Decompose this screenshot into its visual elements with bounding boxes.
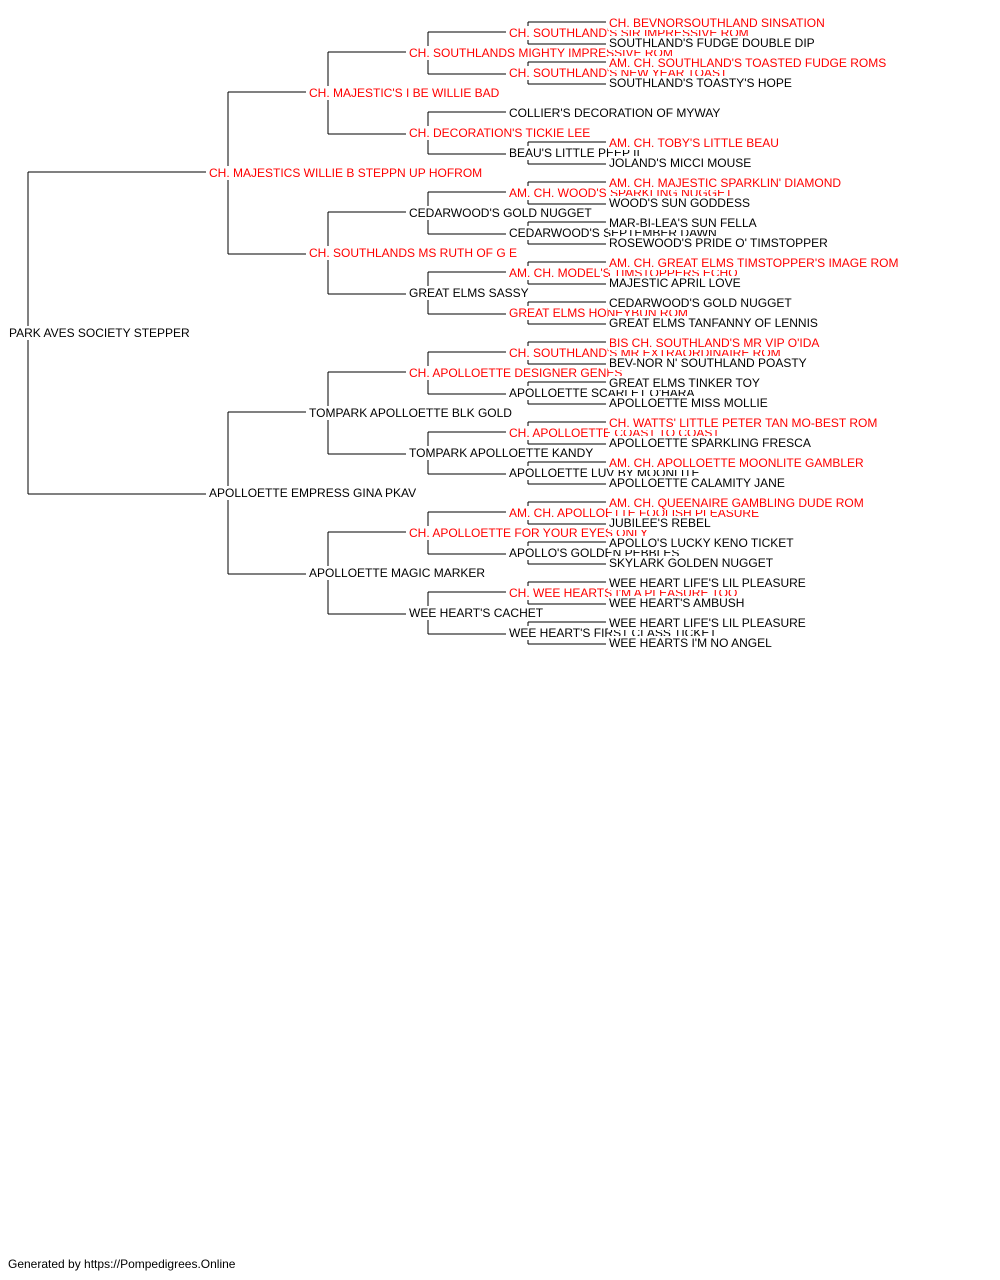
ancestor-sire-sire-sire: CH. SOUTHLANDS MIGHTY IMPRESSIVE ROM [408, 46, 674, 60]
ancestor-dam-dam-sire-sire-sire: AM. CH. QUEENAIRE GAMBLING DUDE ROM [608, 496, 865, 510]
ancestor-dam-sire-dam-dam-sire: AM. CH. APOLLOETTE MOONLITE GAMBLER [608, 456, 865, 470]
ancestor-sire-dam: CH. SOUTHLANDS MS RUTH OF G E [308, 246, 519, 260]
ancestor-dam-sire-sire-sire-sire: BIS CH. SOUTHLAND'S MR VIP O'IDA [608, 336, 821, 350]
ancestor-sire-sire: CH. MAJESTIC'S I BE WILLIE BAD [308, 86, 501, 100]
ancestor-sire: CH. MAJESTICS WILLIE B STEPPN UP HOFROM [208, 166, 484, 180]
ancestor-dam-sire-dam: TOMPARK APOLLOETTE KANDY [408, 446, 595, 460]
ancestor-dam-dam-sire: CH. APOLLOETTE FOR YOUR EYES ONLY [408, 526, 649, 540]
ancestor-sire-dam-sire: CEDARWOOD'S GOLD NUGGET [408, 206, 593, 220]
ancestor-dam-dam: APOLLOETTE MAGIC MARKER [308, 566, 487, 580]
ancestor-dam-dam-sire-dam-dam: SKYLARK GOLDEN NUGGET [608, 556, 775, 570]
ancestor-sire-dam-sire-dam-sire: MAR-BI-LEA'S SUN FELLA [608, 216, 758, 230]
ancestor-dam-sire-sire-sire-dam: BEV-NOR N' SOUTHLAND POASTY [608, 356, 808, 370]
ancestor-sire-sire-dam-sire: COLLIER'S DECORATION OF MYWAY [508, 106, 722, 120]
ancestor-sire-sire-sire-dam-sire: AM. CH. SOUTHLAND'S TOASTED FUDGE ROMS [608, 56, 888, 70]
ancestor-dam-dam-dam-sire-sire: WEE HEART LIFE'S LIL PLEASURE [608, 576, 807, 590]
ancestor-dam-sire-sire: CH. APOLLOETTE DESIGNER GENES [408, 366, 624, 380]
ancestor-dam-sire-dam-sire-sire: CH. WATTS' LITTLE PETER TAN MO-BEST ROM [608, 416, 879, 430]
ancestor-sire-dam-dam-dam-sire: CEDARWOOD'S GOLD NUGGET [608, 296, 793, 310]
generated-by-footer: Generated by https://Pompedigrees.Online [8, 1257, 236, 1271]
ancestor-dam-dam-dam: WEE HEART'S CACHET [408, 606, 545, 620]
ancestor-sire-sire-dam-dam-dam: JOLAND'S MICCI MOUSE [608, 156, 753, 170]
ancestor-dam-sire-sire-dam-sire: GREAT ELMS TINKER TOY [608, 376, 761, 390]
ancestor-dam-dam-sire-dam-sire: APOLLO'S LUCKY KENO TICKET [608, 536, 795, 550]
ancestor-dam-dam-dam-sire-dam: WEE HEART'S AMBUSH [608, 596, 746, 610]
ancestor-dam-dam-dam-dam-sire: WEE HEART LIFE'S LIL PLEASURE [608, 616, 807, 630]
ancestor-sire-sire-dam-dam: BEAU'S LITTLE PEEP II [508, 146, 641, 160]
ancestor-sire-dam-dam-sire-dam: MAJESTIC APRIL LOVE [608, 276, 742, 290]
ancestor-sire-sire-sire-sire-sire: CH. BEVNORSOUTHLAND SINSATION [608, 16, 826, 30]
ancestor-sire-dam-sire-sire-dam: WOOD'S SUN GODDESS [608, 196, 751, 210]
ancestor-dam-sire-dam-sire-dam: APOLLOETTE SPARKLING FRESCA [608, 436, 812, 450]
ancestor-sire-sire-dam-dam-sire: AM. CH. TOBY'S LITTLE BEAU [608, 136, 780, 150]
ancestor-dam-sire-dam-dam-dam: APOLLOETTE CALAMITY JANE [608, 476, 786, 490]
ancestor-sire-dam-dam-dam-dam: GREAT ELMS TANFANNY OF LENNIS [608, 316, 819, 330]
ancestor-sire-dam-sire-dam-dam: ROSEWOOD'S PRIDE O' TIMSTOPPER [608, 236, 829, 250]
ancestor-dam-sire: TOMPARK APOLLOETTE BLK GOLD [308, 406, 513, 420]
subject-dog-name: PARK AVES SOCIETY STEPPER [8, 326, 191, 340]
ancestor-sire-dam-dam-sire-sire: AM. CH. GREAT ELMS TIMSTOPPER'S IMAGE RO… [608, 256, 900, 270]
ancestor-sire-sire-sire-dam-dam: SOUTHLAND'S TOASTY'S HOPE [608, 76, 793, 90]
ancestor-dam-dam-dam-dam-dam: WEE HEARTS I'M NO ANGEL [608, 636, 773, 650]
ancestor-sire-dam-dam: GREAT ELMS SASSY [408, 286, 530, 300]
ancestor-dam: APOLLOETTE EMPRESS GINA PKAV [208, 486, 418, 500]
ancestor-dam-dam-sire-sire-dam: JUBILEE'S REBEL [608, 516, 712, 530]
ancestor-sire-sire-dam: CH. DECORATION'S TICKIE LEE [408, 126, 592, 140]
ancestor-sire-dam-sire-sire-sire: AM. CH. MAJESTIC SPARKLIN' DIAMOND [608, 176, 843, 190]
ancestor-sire-sire-sire-sire-dam: SOUTHLAND'S FUDGE DOUBLE DIP [608, 36, 816, 50]
ancestor-dam-sire-sire-dam-dam: APOLLOETTE MISS MOLLIE [608, 396, 769, 410]
